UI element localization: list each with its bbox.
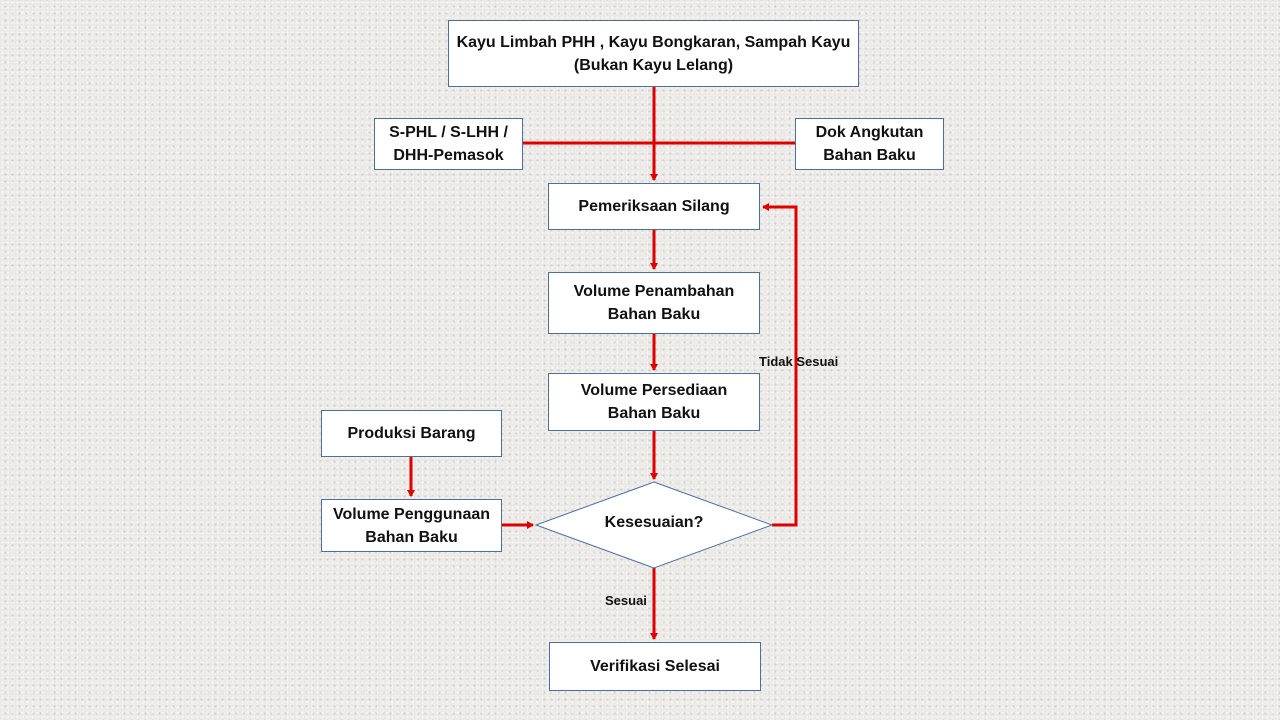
volume-penambahan-box: Volume Penambahan Bahan Baku bbox=[548, 272, 760, 334]
kesesuaian-label: Kesesuaian? bbox=[604, 514, 704, 531]
verifikasi-selesai-box: Verifikasi Selesai bbox=[549, 642, 761, 691]
source-box: Kayu Limbah PHH , Kayu Bongkaran, Sampah… bbox=[448, 20, 859, 87]
tidak-sesuai-label: Tidak Sesuai bbox=[759, 354, 839, 369]
sesuai-label: Sesuai bbox=[605, 593, 647, 608]
volume-penggunaan-box: Volume Penggunaan Bahan Baku bbox=[321, 499, 502, 552]
kesesuaian-diamond bbox=[534, 481, 774, 569]
arrow-tidak-sesuai-loop bbox=[762, 203, 798, 527]
pemeriksaan-silang-box: Pemeriksaan Silang bbox=[548, 183, 760, 230]
sphl-box: S-PHL / S-LHH / DHH-Pemasok bbox=[374, 118, 523, 170]
produksi-barang-box: Produksi Barang bbox=[321, 410, 502, 457]
volume-persediaan-box: Volume Persediaan Bahan Baku bbox=[548, 373, 760, 431]
dok-angkutan-box: Dok Angkutan Bahan Baku bbox=[795, 118, 944, 170]
